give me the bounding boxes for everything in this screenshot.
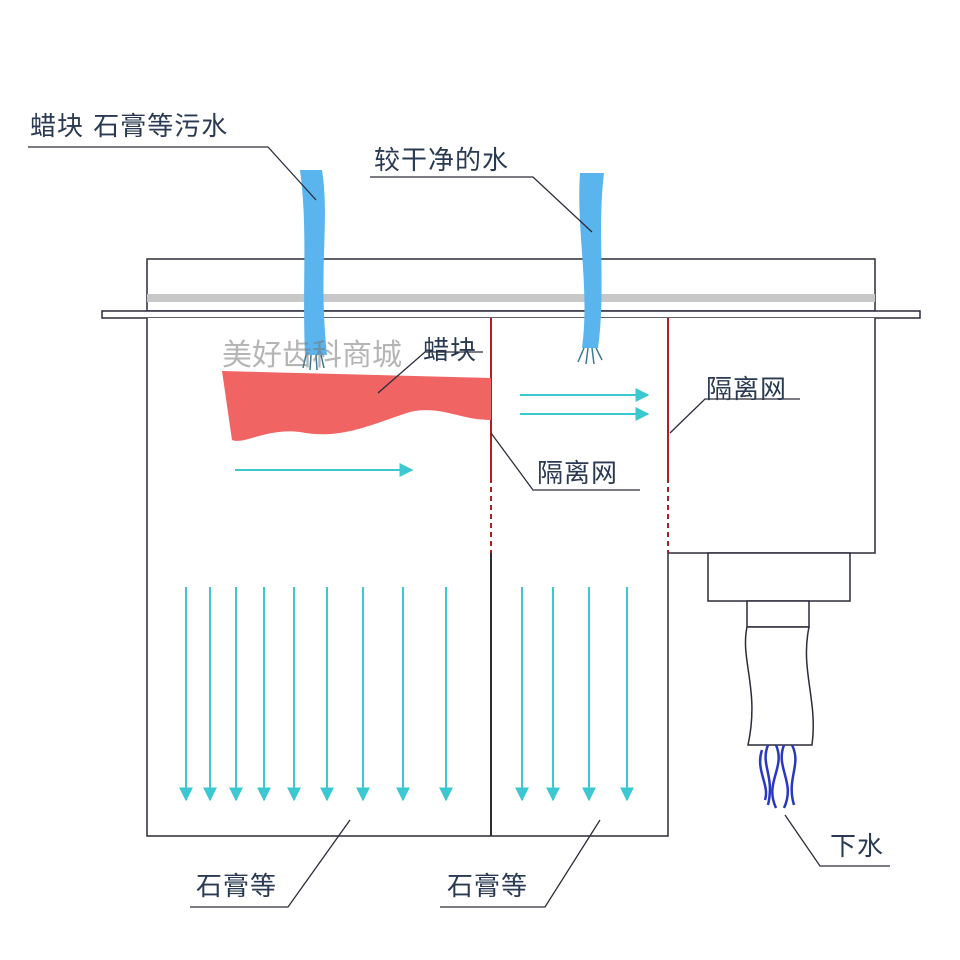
- label-drain: 下水: [830, 832, 885, 862]
- clean-water-fringe: [577, 347, 603, 365]
- watermark-text: 美好齿科商城: [222, 338, 402, 373]
- tank-flange: [101, 310, 921, 319]
- drain-pipe-collar: [746, 600, 810, 628]
- label-mesh-left: 隔离网: [537, 459, 619, 489]
- drain-hose: [744, 626, 814, 746]
- label-mesh-right: 隔离网: [706, 375, 788, 405]
- drain-water-icon: [758, 744, 797, 809]
- tank-lid: [146, 258, 876, 312]
- label-sediment-left: 石膏等: [196, 872, 278, 902]
- leader-clean-water: [370, 176, 593, 233]
- wax-layer: [222, 371, 491, 441]
- tank-body: [146, 318, 876, 837]
- dirty-water-fringe: [302, 354, 325, 371]
- leader-wax: [377, 351, 483, 394]
- leader-sediment-left: [190, 819, 351, 908]
- label-sediment-right: 石膏等: [447, 872, 529, 902]
- leader-dirty-water: [28, 146, 317, 201]
- leader-drain: [784, 814, 890, 867]
- leader-sediment-right: [440, 819, 601, 908]
- horizontal-flow-arrows: [235, 388, 650, 477]
- label-wax: 蜡块: [423, 336, 478, 366]
- leader-mesh-left: [490, 432, 640, 491]
- drain-outlet-box: [707, 552, 851, 602]
- dirty-water-pipe: [300, 170, 327, 355]
- leader-lines: [28, 146, 890, 908]
- label-clean-water: 较干净的水: [374, 146, 510, 176]
- leader-mesh-right: [669, 398, 800, 434]
- settling-flow-arrows: [179, 587, 634, 802]
- clean-water-pipe: [579, 173, 604, 348]
- label-dirty-water: 蜡块 石膏等污水: [30, 112, 229, 142]
